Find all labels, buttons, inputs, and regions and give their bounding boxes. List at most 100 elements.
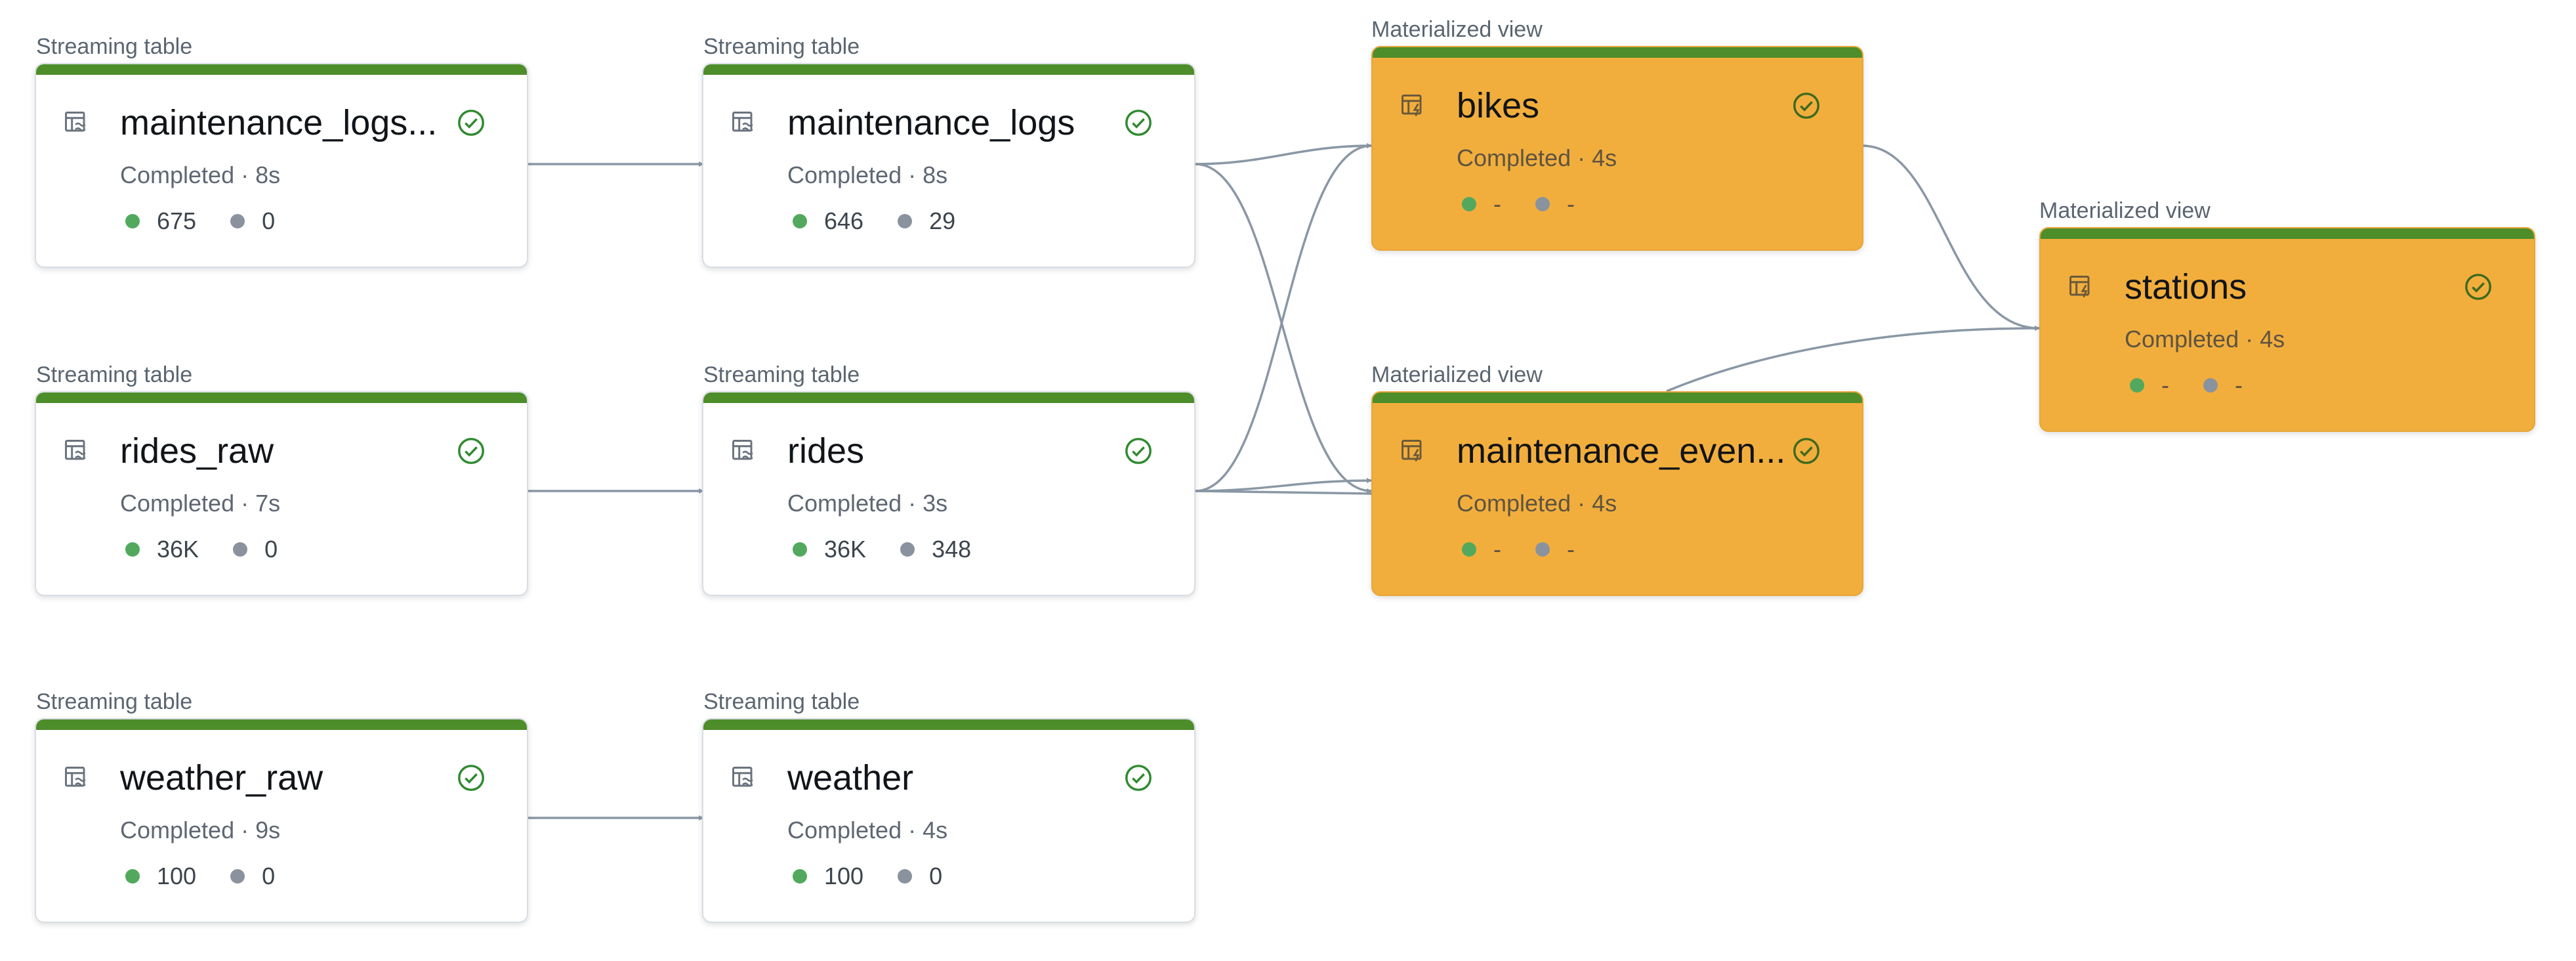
node-status: Completed · 4s (1457, 490, 1617, 517)
dropped-dot-icon (898, 869, 913, 884)
status-bar (36, 64, 527, 75)
dropped-count: 0 (262, 863, 276, 889)
table-stream-icon (62, 109, 91, 138)
node-card-maintenance-events[interactable]: maintenance_even... Completed · 4s - - (1371, 391, 1863, 596)
written-dot-icon (125, 214, 140, 228)
node-metrics: 36K 0 (125, 536, 312, 563)
node-name: maintenance_logs (787, 103, 1075, 142)
check-circle-icon (1123, 108, 1153, 138)
table-stream-icon (730, 437, 758, 466)
edge-rides-to-maintenance-events-2 (1195, 490, 1372, 495)
check-circle-icon (456, 436, 486, 466)
dropped-dot-icon (900, 542, 915, 557)
node-card-bikes[interactable]: bikes Completed · 4s - - (1371, 46, 1863, 251)
node-status: Completed · 4s (787, 817, 948, 844)
node-metrics: 100 0 (125, 863, 309, 890)
written-count: 646 (824, 207, 864, 234)
check-circle-icon (456, 108, 486, 138)
node-metrics: - - (1462, 536, 1609, 563)
node-name: bikes (1457, 86, 1540, 125)
dropped-count: 0 (264, 536, 278, 563)
edge-bikes-to-stations (1861, 144, 2040, 331)
table-lightning-icon (1399, 92, 1428, 121)
edge-rides-to-maintenance-events (1195, 478, 1372, 492)
node-card-maintenance-logs-raw[interactable]: maintenance_logs... Completed · 8s 675 0 (35, 63, 528, 268)
written-dot-icon (125, 869, 140, 884)
node-type-label: Streaming table (703, 362, 860, 387)
node-metrics: 100 0 (793, 863, 976, 890)
table-stream-icon (62, 764, 91, 793)
dropped-count: 348 (932, 536, 972, 563)
node-metrics: 36K 348 (793, 536, 1005, 563)
written-dot-icon (793, 542, 807, 557)
node-name: stations (2125, 267, 2247, 307)
node-type-label: Streaming table (36, 362, 193, 387)
written-count: - (1493, 536, 1501, 563)
check-circle-icon (1123, 763, 1153, 793)
edge-maintenance-logs-to-bikes (1195, 143, 1372, 165)
node-name: maintenance_even... (1457, 431, 1785, 471)
node-card-weather[interactable]: weather Completed · 4s 100 0 (702, 718, 1195, 923)
node-status: Completed · 8s (120, 161, 281, 188)
written-count: 36K (824, 536, 867, 563)
check-circle-icon (1791, 91, 1821, 121)
node-metrics: 675 0 (125, 207, 309, 235)
written-count: 100 (157, 863, 197, 889)
written-dot-icon (125, 542, 140, 557)
status-bar (2041, 228, 2534, 239)
written-count: 36K (157, 536, 199, 563)
node-type-label: Streaming table (36, 34, 193, 59)
written-count: 675 (157, 207, 197, 234)
dropped-count: - (1567, 190, 1575, 217)
status-bar (703, 64, 1194, 75)
written-dot-icon (1462, 197, 1476, 211)
node-type-label: Streaming table (36, 689, 193, 714)
dropped-count: - (1567, 536, 1575, 563)
node-status: Completed · 7s (120, 490, 281, 517)
node-status: Completed · 3s (787, 490, 948, 517)
table-lightning-icon (1399, 437, 1428, 466)
node-card-stations[interactable]: stations Completed · 4s - - (2039, 227, 2535, 432)
written-count: - (1493, 190, 1501, 217)
edge-rides-to-bikes (1195, 143, 1372, 492)
table-lightning-icon (2067, 273, 2096, 302)
status-bar (36, 719, 527, 730)
node-type-label: Materialized view (1371, 17, 1543, 42)
node-status: Completed · 9s (120, 817, 281, 844)
edge-maintenance-events-to-stations (1666, 326, 2040, 393)
dropped-dot-icon (2203, 378, 2218, 393)
node-card-rides-raw[interactable]: rides_raw Completed · 7s 36K 0 (35, 391, 528, 596)
written-dot-icon (793, 869, 807, 884)
dropped-dot-icon (1535, 542, 1550, 557)
dropped-count: - (2235, 372, 2243, 398)
check-circle-icon (1791, 436, 1821, 466)
status-bar (1373, 47, 1862, 58)
node-status: Completed · 4s (1457, 144, 1617, 171)
table-stream-icon (730, 109, 758, 138)
node-type-label: Streaming table (703, 689, 860, 714)
node-card-weather-raw[interactable]: weather_raw Completed · 9s 100 0 (35, 718, 528, 923)
table-stream-icon (730, 764, 758, 793)
dropped-count: 0 (262, 207, 276, 234)
node-status: Completed · 8s (787, 161, 948, 188)
check-circle-icon (1123, 436, 1153, 466)
node-metrics: - - (1462, 190, 1609, 218)
node-card-rides[interactable]: rides Completed · 3s 36K 348 (702, 391, 1195, 596)
check-circle-icon (456, 763, 486, 793)
node-name: weather (787, 758, 914, 798)
node-name: weather_raw (120, 758, 323, 798)
written-count: - (2161, 372, 2169, 398)
dropped-count: 0 (929, 863, 943, 889)
dropped-dot-icon (898, 214, 913, 228)
dropped-count: 29 (929, 207, 956, 234)
written-dot-icon (1462, 542, 1476, 557)
edge-maintenance-logs-to-maintenance-events (1195, 163, 1372, 494)
check-circle-icon (2463, 272, 2493, 302)
node-type-label: Streaming table (703, 34, 860, 59)
node-name: maintenance_logs... (120, 103, 438, 142)
node-card-maintenance-logs[interactable]: maintenance_logs Completed · 8s 646 29 (702, 63, 1195, 268)
status-bar (1373, 393, 1862, 403)
written-count: 100 (824, 863, 864, 889)
table-stream-icon (62, 437, 91, 466)
dropped-dot-icon (230, 214, 245, 228)
